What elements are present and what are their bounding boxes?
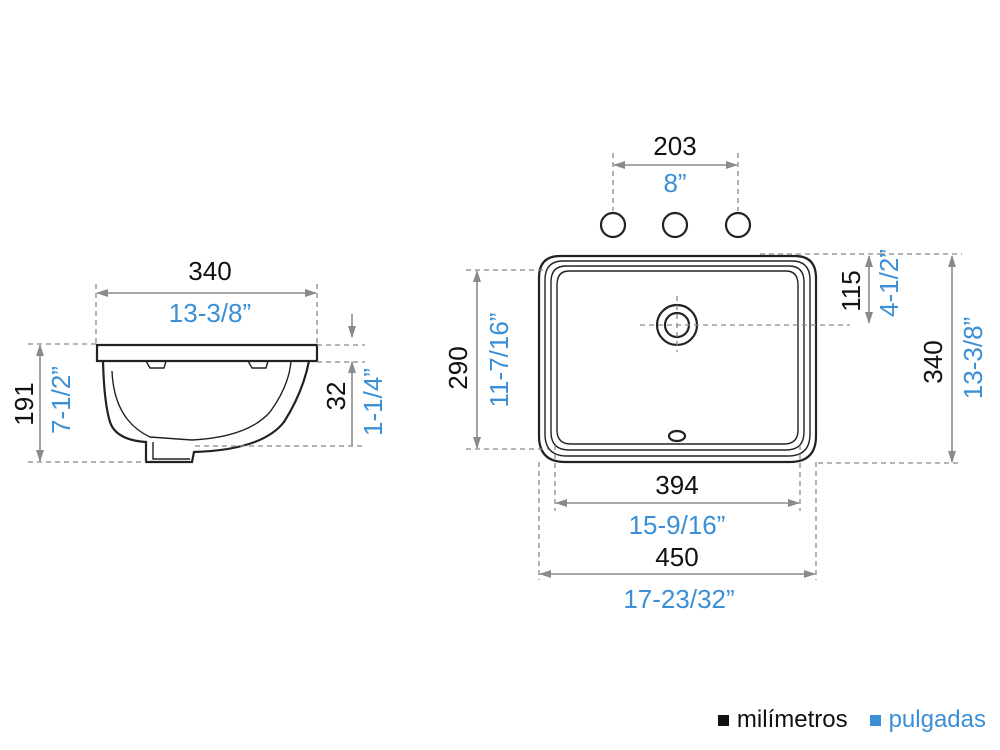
side-view: 340 13-3/8” 191 7-1/2” 32 1-1/4” <box>9 256 388 464</box>
faucet-spacing-mm: 203 <box>653 131 696 161</box>
outer-depth-inch: 13-3/8” <box>958 317 988 399</box>
drain-offset-mm: 115 <box>836 270 866 311</box>
legend-inch: pulgadas <box>869 706 986 734</box>
inner-width-inch: 15-9/16” <box>629 510 726 540</box>
side-rim-inch: 1-1/4” <box>358 368 388 436</box>
legend-inch-label: pulgadas <box>888 706 986 733</box>
legend-mm: milímetros <box>717 706 848 734</box>
side-rim-mm: 32 <box>321 382 351 411</box>
side-height-inch: 7-1/2” <box>46 366 76 434</box>
inner-depth-mm: 290 <box>443 346 473 389</box>
side-width-mm: 340 <box>188 256 231 286</box>
legend-inch-swatch <box>869 714 881 726</box>
side-width-inch: 13-3/8” <box>169 298 251 328</box>
faucet-spacing-inch: 8” <box>663 168 686 198</box>
side-view-sink-profile <box>95 343 319 464</box>
outer-depth-mm: 340 <box>918 340 948 383</box>
drain <box>640 296 850 352</box>
faucet-hole-right <box>724 211 752 239</box>
overflow-hole <box>667 429 687 443</box>
units-legend: milímetros pulgadas <box>717 706 986 734</box>
inner-width-mm: 394 <box>655 470 698 500</box>
outer-width-inch: 17-23/32” <box>623 584 734 614</box>
legend-mm-swatch <box>717 714 729 726</box>
outer-width-mm: 450 <box>655 542 698 572</box>
top-view: 203 8” 115 4-1/2” 290 11-7/16” 340 13-3/… <box>443 131 988 614</box>
faucet-holes <box>599 211 752 239</box>
faucet-hole-left <box>599 211 627 239</box>
inner-depth-inch: 11-7/16” <box>484 313 514 408</box>
faucet-hole-center <box>661 211 689 239</box>
drain-offset-inch: 4-1/2” <box>874 249 904 317</box>
legend-mm-label: milímetros <box>736 706 848 733</box>
side-height-mm: 191 <box>9 382 39 425</box>
